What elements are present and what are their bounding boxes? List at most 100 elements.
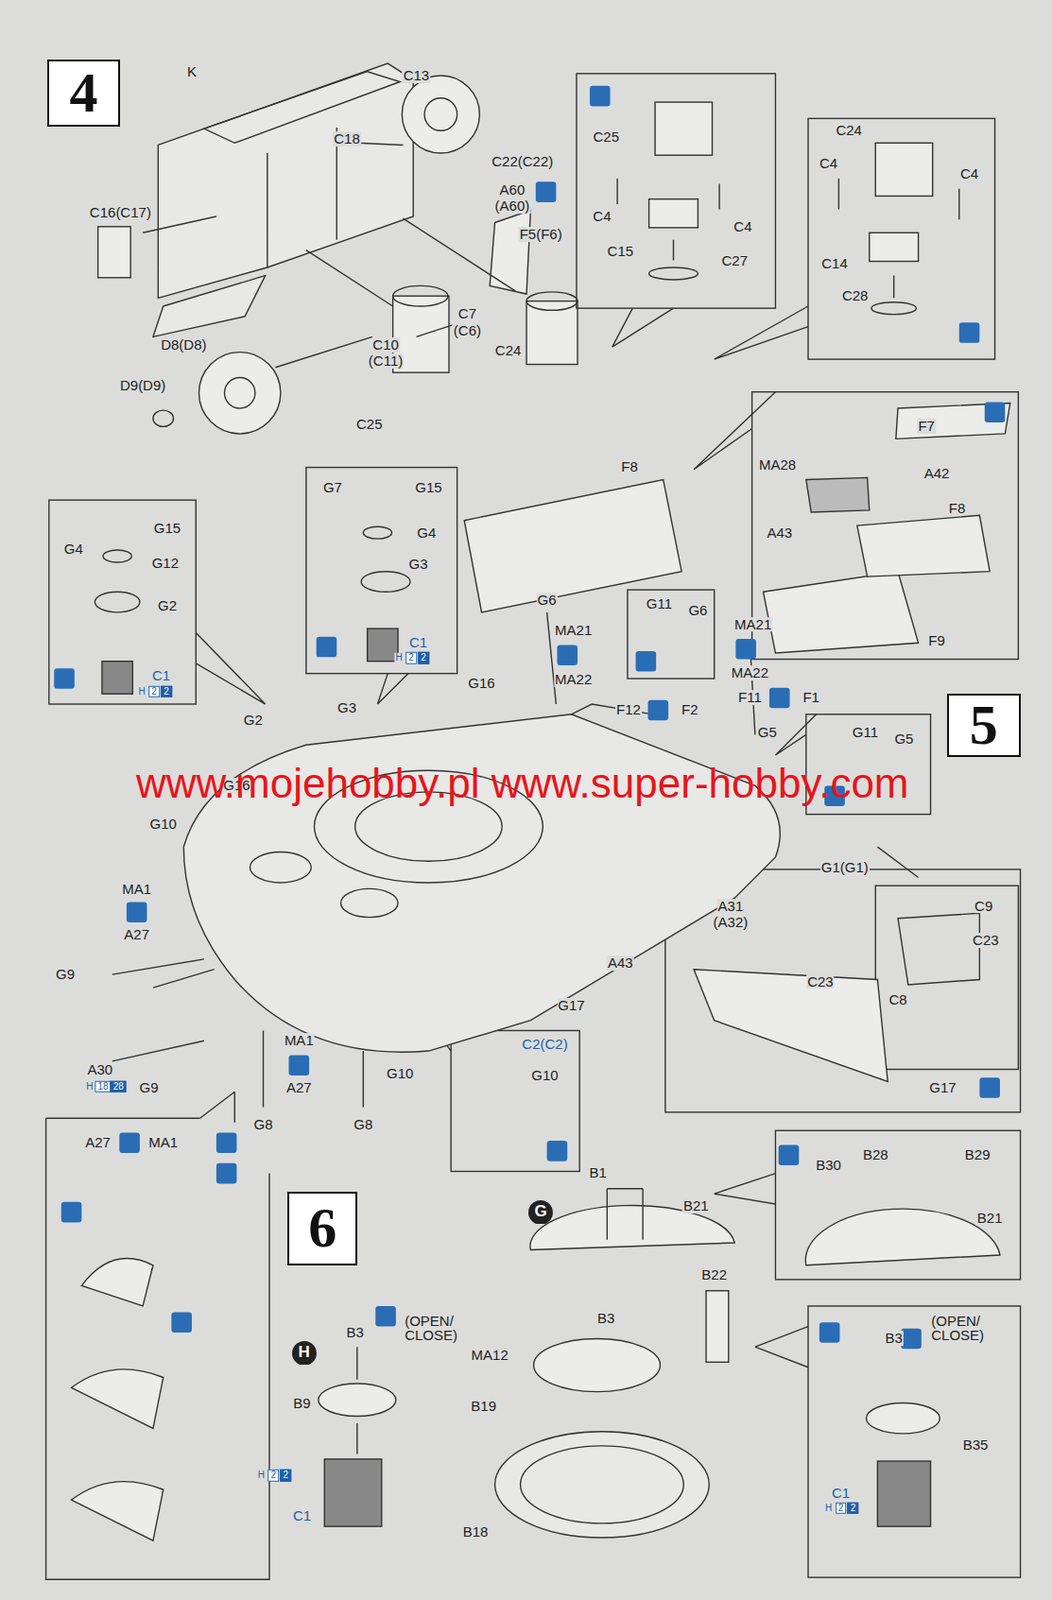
part-label: G9	[138, 1080, 160, 1096]
part-label: F9	[927, 633, 947, 649]
part-label: (A32)	[712, 914, 750, 931]
part-label: G3	[408, 556, 430, 572]
part-label: C2(C2)	[520, 1037, 569, 1053]
part-label: F5(F6)	[518, 226, 564, 242]
step-number-box: 6	[287, 1191, 357, 1266]
part-label: G4	[415, 525, 437, 541]
part-label: C4	[591, 208, 612, 225]
part-label: G2	[242, 712, 264, 728]
part-label: G11	[645, 596, 673, 612]
part-label: (OPEN/ CLOSE)	[930, 1313, 1001, 1345]
part-label: K	[186, 64, 198, 80]
part-label: B29	[964, 1147, 992, 1163]
part-label: G7	[322, 480, 344, 496]
part-label: C23	[806, 974, 835, 990]
part-label: G5	[757, 724, 778, 741]
color-code: 2	[847, 1501, 860, 1515]
part-label: C13	[402, 68, 432, 84]
color-code: H	[85, 1081, 94, 1092]
part-label: MA28	[758, 457, 797, 473]
part-label: C4	[959, 166, 980, 182]
turret	[318, 1189, 735, 1538]
color-code: H	[824, 1502, 833, 1514]
part-label: C7	[457, 307, 478, 323]
part-label: G10	[385, 1066, 414, 1082]
part-label: A43	[765, 525, 794, 541]
part-label: C1	[408, 635, 429, 651]
color-code: H	[137, 687, 146, 698]
part-label: C18	[332, 131, 362, 147]
part-label: (A60)	[494, 198, 532, 214]
part-label: A27	[285, 1080, 313, 1096]
hull-side	[98, 63, 578, 434]
part-label: F8	[620, 460, 639, 476]
part-label: C28	[841, 288, 870, 304]
part-label: G3	[336, 700, 358, 716]
part-label: G8	[352, 1117, 374, 1133]
part-label: (C6)	[452, 323, 483, 339]
color-code: H	[394, 653, 403, 664]
part-label: B28	[862, 1147, 890, 1163]
step-number-box: 5	[947, 693, 1021, 758]
part-label: (OPEN/ CLOSE)	[403, 1313, 474, 1345]
inset-frames	[46, 73, 1021, 1580]
part-label: C24	[494, 343, 523, 359]
part-label: C1	[830, 1486, 851, 1502]
paint-icons	[53, 86, 1005, 1349]
part-label: B22	[700, 1268, 728, 1284]
part-label: G11	[851, 724, 880, 741]
part-label: F2	[680, 702, 700, 718]
part-label: A27	[122, 927, 151, 943]
color-code: 2	[160, 686, 173, 699]
part-label: C27	[720, 253, 749, 269]
part-label: B3	[596, 1310, 616, 1327]
part-label: MA22	[730, 666, 770, 682]
part-label: B3	[883, 1330, 903, 1346]
part-label: C25	[591, 129, 621, 145]
part-label: MA22	[553, 672, 593, 688]
color-code: 28	[110, 1080, 127, 1093]
color-code: 2	[148, 686, 160, 699]
part-label: F12	[615, 702, 642, 718]
step-number: H	[298, 1343, 311, 1363]
part-label: G9	[54, 966, 76, 983]
part-label: C16(C17)	[88, 205, 153, 221]
part-label: C15	[606, 243, 636, 259]
part-label: B30	[814, 1157, 843, 1173]
color-code: 18	[94, 1080, 111, 1093]
part-label: G6	[536, 592, 558, 608]
part-label: B35	[962, 1437, 990, 1453]
part-label: D9(D9)	[119, 378, 167, 394]
step-number-box: 4	[47, 59, 121, 127]
part-label: C4	[818, 155, 839, 172]
part-label: A42	[923, 465, 951, 482]
option-circle: G	[528, 1200, 553, 1225]
part-label: MA1	[120, 881, 153, 897]
part-label: G15	[153, 520, 182, 536]
part-label: C4	[732, 219, 753, 235]
part-label: C10	[371, 337, 400, 353]
part-label: C9	[973, 898, 994, 915]
part-label: D8(D8)	[159, 337, 207, 353]
part-label: F1	[801, 690, 821, 707]
part-label: G17	[556, 999, 586, 1015]
step-number: 6	[308, 1195, 337, 1261]
part-label: G10	[530, 1068, 559, 1084]
part-label: MA12	[470, 1347, 510, 1363]
part-label: A43	[606, 955, 635, 971]
part-label: F11	[737, 690, 763, 707]
part-label: B3	[344, 1325, 364, 1341]
part-label: C14	[820, 256, 849, 272]
color-code: H	[257, 1470, 266, 1482]
color-code: 2	[835, 1501, 847, 1515]
part-label: F8	[948, 500, 967, 517]
color-code: 2	[268, 1469, 280, 1483]
part-label: (C11)	[367, 353, 404, 369]
part-label: G10	[149, 816, 178, 832]
part-label: G12	[151, 555, 180, 571]
step-number: 4	[69, 60, 99, 126]
part-label: G4	[63, 541, 85, 557]
part-label: C22(C22)	[490, 154, 554, 170]
part-label: A31	[717, 898, 745, 915]
part-label: C1	[292, 1508, 312, 1524]
